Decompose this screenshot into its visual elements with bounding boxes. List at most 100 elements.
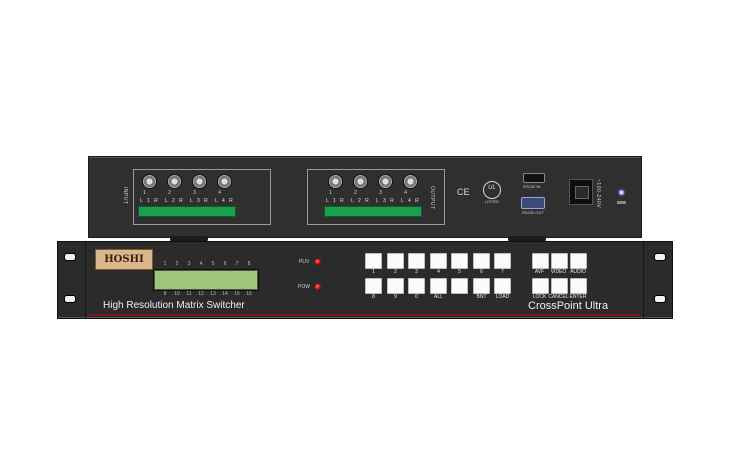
bnc-input-1[interactable] [142, 174, 157, 189]
brand-text: CrossPoint Ultra [528, 300, 609, 312]
input-terminal-label: L 1 R [140, 198, 160, 204]
rear-foot-right [508, 236, 546, 243]
rear-foot-left [170, 236, 208, 243]
output-terminal-label: L 1 R [326, 198, 346, 204]
input-audio-terminal-strip[interactable] [138, 206, 236, 217]
cancel-button[interactable] [551, 278, 568, 294]
key-4-button[interactable] [430, 253, 447, 269]
channel-number: 5 [211, 261, 215, 267]
channel-number: 8 [247, 261, 251, 267]
key-8-button[interactable] [365, 278, 382, 294]
power-led-indicator [315, 284, 321, 290]
power-led-label: POW [298, 284, 310, 290]
rs232-in-port[interactable] [523, 173, 545, 183]
key-label: 8 [372, 294, 375, 300]
channel-number: 4 [199, 261, 203, 267]
channel-number: 3 [187, 261, 191, 267]
key-label: ALL [434, 294, 443, 300]
input-channel-number: 1 [143, 190, 146, 196]
input-label: INPUT [122, 187, 128, 205]
output-terminal-label: L 4 R [401, 198, 421, 204]
key-label: LOAD [495, 294, 510, 300]
power-socket-icon [575, 186, 589, 199]
front-panel: HOSHI 1 2 3 4 5 6 7 8 9 10 11 12 13 14 1… [57, 241, 673, 319]
channel-number: 16 [246, 291, 252, 297]
ce-mark: CE [457, 187, 470, 197]
channel-number: 14 [222, 291, 228, 297]
channel-numbers-bottom: 9 10 11 12 13 14 15 16 [159, 291, 255, 297]
key-label: 2 [394, 269, 397, 275]
ul-listed-text: LISTED [485, 199, 500, 204]
channel-number: 7 [235, 261, 239, 267]
bnc-output-4[interactable] [403, 174, 418, 189]
input-terminal-label: L 2 R [165, 198, 185, 204]
input-connector-block: 1 2 3 4 L 1 R L 2 R L 3 R L 4 R [133, 169, 271, 225]
key-0-button[interactable] [408, 278, 425, 294]
key-1-button[interactable] [365, 253, 382, 269]
mode-label: CANCEL [548, 294, 569, 300]
lcd-display [153, 269, 259, 291]
input-terminal-label: L 3 R [190, 198, 210, 204]
bnc-input-4[interactable] [217, 174, 232, 189]
power-inlet[interactable] [569, 179, 593, 205]
bnc-output-2[interactable] [353, 174, 368, 189]
key-label: 9 [394, 294, 397, 300]
key-label: 7 [501, 269, 504, 275]
key-7-button[interactable] [494, 253, 511, 269]
input-channel-number: 3 [193, 190, 196, 196]
mode-label: AVF [534, 269, 545, 275]
input-channel-number: 4 [218, 190, 221, 196]
output-label: OUTPUT [429, 186, 435, 210]
output-audio-terminal-strip[interactable] [324, 206, 422, 217]
bnc-input-2[interactable] [167, 174, 182, 189]
key-label: 6 [480, 269, 483, 275]
output-connector-block: 1 2 3 4 L 1 R L 2 R L 3 R L 4 R OUTPUT [307, 169, 445, 225]
key-bnt-button[interactable] [473, 278, 490, 294]
mode-label: LOCK [532, 294, 547, 300]
channel-number: 10 [174, 291, 180, 297]
lock-button[interactable] [532, 278, 549, 294]
channel-number: 9 [163, 291, 167, 297]
run-led-indicator [315, 259, 321, 265]
key-label: 3 [415, 269, 418, 275]
rear-panel: INPUT 1 2 3 4 L 1 R L 2 R L 3 R L 4 R 1 … [88, 156, 642, 238]
video-button[interactable] [551, 253, 568, 269]
output-channel-number: 3 [379, 190, 382, 196]
key-label: BNT [476, 294, 487, 300]
key-6-button[interactable] [473, 253, 490, 269]
key-label: 1 [372, 269, 375, 275]
ear-divider [643, 242, 644, 318]
bnc-output-1[interactable] [328, 174, 343, 189]
channel-number: 2 [175, 261, 179, 267]
power-label: ~100-240V [595, 179, 601, 209]
model-text: High Resolution Matrix Switcher [103, 300, 245, 311]
rs232-out-port[interactable] [521, 197, 545, 209]
audio-button[interactable] [570, 253, 587, 269]
key-blank-button[interactable] [451, 278, 468, 294]
enter-button[interactable] [570, 278, 587, 294]
bnc-output-3[interactable] [378, 174, 393, 189]
key-2-button[interactable] [387, 253, 404, 269]
channel-number: 1 [163, 261, 167, 267]
key-5-button[interactable] [451, 253, 468, 269]
key-9-button[interactable] [387, 278, 404, 294]
rack-hole-icon [64, 295, 76, 303]
bnc-input-3[interactable] [192, 174, 207, 189]
key-all-button[interactable] [430, 278, 447, 294]
ground-symbol-icon [617, 201, 626, 204]
output-terminal-label: L 3 R [376, 198, 396, 204]
rs232-out-label: RS232 OUT [522, 210, 544, 215]
key-3-button[interactable] [408, 253, 425, 269]
key-label: 0 [415, 294, 418, 300]
output-channel-number: 4 [404, 190, 407, 196]
input-terminal-label: L 4 R [215, 198, 235, 204]
channel-number: 6 [223, 261, 227, 267]
run-led-label: PLN [299, 259, 309, 265]
channel-numbers-top: 1 2 3 4 5 6 7 8 [159, 261, 255, 267]
mode-label: AUDIO [570, 269, 586, 275]
avf-button[interactable] [532, 253, 549, 269]
hoshi-logo: HOSHI [95, 249, 153, 270]
ground-screw-icon [617, 188, 626, 197]
rack-hole-icon [64, 253, 76, 261]
key-load-button[interactable] [494, 278, 511, 294]
